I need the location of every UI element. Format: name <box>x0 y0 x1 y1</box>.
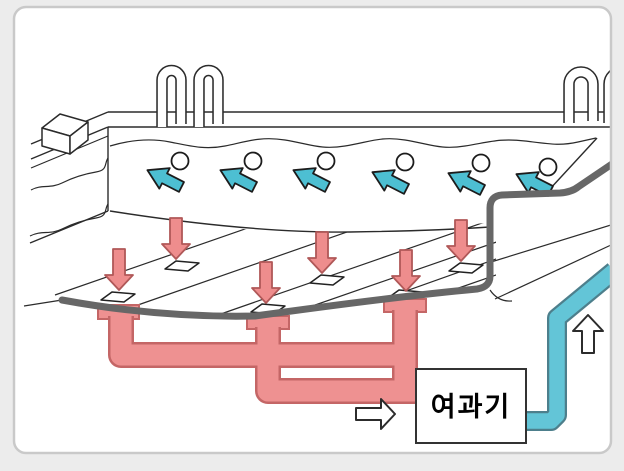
inlet-flow-arrow-icon <box>219 167 258 193</box>
drain-flow-arrow-icon <box>104 248 134 291</box>
filter-box-label: 여과기 <box>431 392 512 422</box>
floor-drain <box>448 262 484 274</box>
floor-drain <box>100 291 136 303</box>
right-wall-floor-line <box>490 224 611 263</box>
inlet-nozzle-icon <box>471 153 491 173</box>
floor-drain <box>309 274 345 286</box>
floor-drain <box>164 260 200 272</box>
pool-ladder-left <box>156 64 224 127</box>
diagram-frame <box>12 5 613 455</box>
inlet-flow-arrow-icon <box>292 167 331 193</box>
cutaway-edge <box>58 160 611 320</box>
right-coping-edge <box>548 137 598 191</box>
flow-return-arrow-icon <box>572 314 604 354</box>
drain-flow-arrow-icon <box>161 217 191 260</box>
inlet-nozzle-icon <box>170 151 190 171</box>
inlet-nozzle-icon <box>395 152 415 172</box>
inlet-nozzle-icon <box>243 151 263 171</box>
inlet-flow-arrow-icon <box>146 167 185 193</box>
cut-wave-line <box>30 157 109 191</box>
flow-to-filter-arrow-icon <box>355 398 396 430</box>
drain-flow-arrow-icon <box>251 261 281 304</box>
deck-box <box>41 113 89 155</box>
water-surface-line <box>109 137 597 149</box>
return-pipe <box>524 263 611 431</box>
filter-box: 여과기 <box>415 368 527 444</box>
inlet-flow-arrow-icon <box>447 170 486 196</box>
drain-flow-arrow-icon <box>391 249 421 292</box>
drain-flow-arrow-icon <box>307 231 337 274</box>
drain-flow-arrow-icon <box>446 219 476 262</box>
drain-flow-arrows <box>104 217 476 304</box>
inlet-nozzle-icon <box>538 157 558 177</box>
inlet-nozzle-icon <box>316 151 336 171</box>
inlet-flow-arrow-icon <box>371 169 410 195</box>
right-wall-slab-line <box>494 244 611 300</box>
pool-ladder-right <box>563 66 611 123</box>
